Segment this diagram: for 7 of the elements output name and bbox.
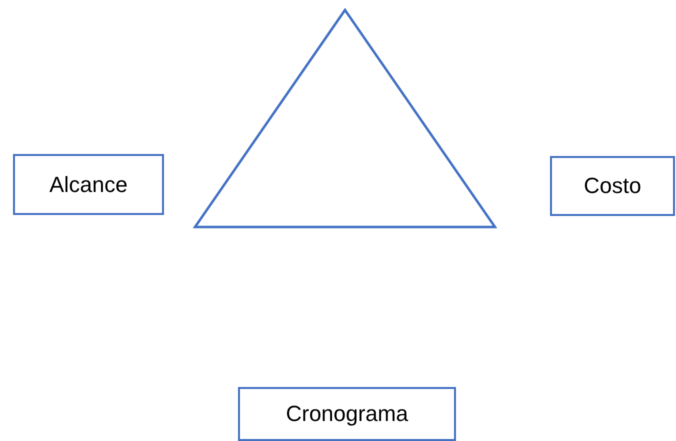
label-box bbox=[550, 156, 675, 216]
triangle-shape bbox=[193, 8, 497, 229]
label-box bbox=[13, 154, 164, 215]
box-label: Costo bbox=[584, 173, 642, 199]
box-label: Alcance bbox=[49, 172, 128, 198]
box-label: Cronograma bbox=[286, 401, 408, 427]
label-box bbox=[238, 387, 456, 441]
